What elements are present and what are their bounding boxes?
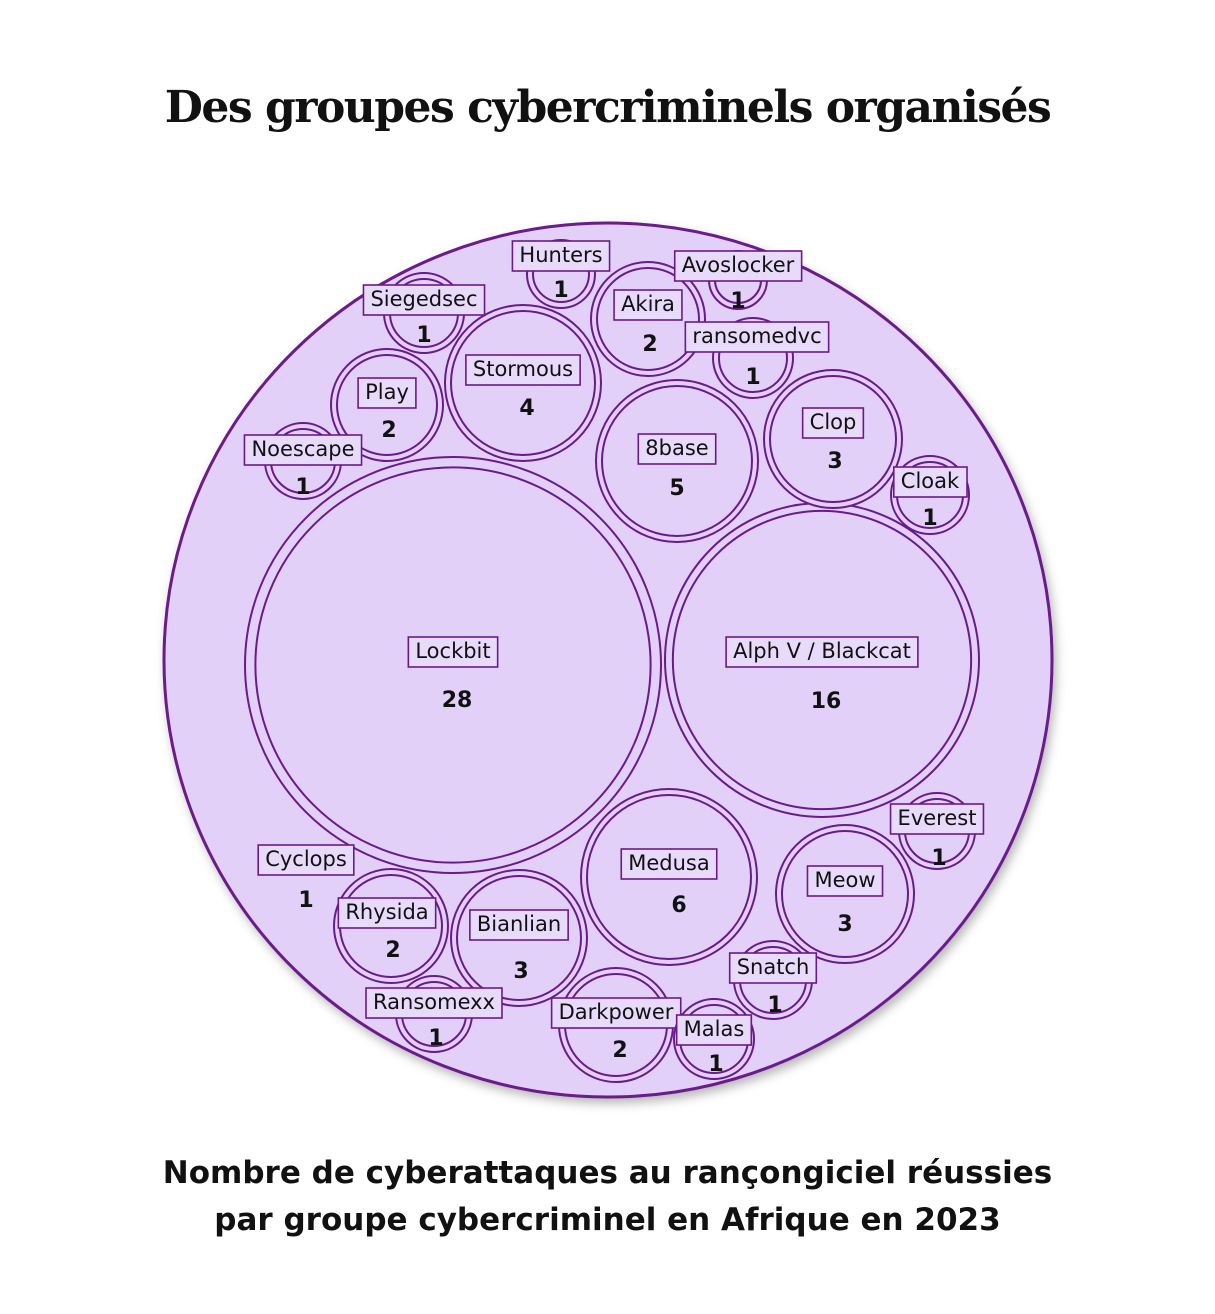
bubble-value: 2 bbox=[642, 332, 657, 357]
bubble-medusa: Medusa 6 bbox=[580, 788, 758, 966]
chart-caption: Nombre de cyberattaques au rançongiciel … bbox=[0, 1150, 1215, 1244]
bubble-label: Ransomexx bbox=[373, 990, 495, 1014]
bubble-lockbit: Lockbit 28 bbox=[244, 456, 662, 874]
bubble-label-box bbox=[725, 636, 919, 668]
bubble-siegedsec: Siegedsec 1 bbox=[362, 272, 486, 354]
bubble-label: Everest bbox=[898, 806, 977, 830]
bubble-label-box bbox=[243, 434, 363, 466]
bubble-value: 3 bbox=[837, 912, 852, 937]
bubble-value: 2 bbox=[612, 1038, 627, 1063]
bubble-label-box bbox=[407, 636, 499, 668]
bubble-label: Darkpower bbox=[559, 1000, 674, 1024]
bubble-label: Malas bbox=[684, 1017, 745, 1041]
bubble-akira: Akira 2 bbox=[590, 261, 706, 377]
bubble-malas: Malas 1 bbox=[673, 998, 755, 1080]
bubble-value: 2 bbox=[381, 418, 396, 443]
bubble-label: Bianlian bbox=[477, 912, 561, 936]
bubble-label-box bbox=[465, 354, 581, 386]
bubble-label: Cyclops bbox=[265, 847, 347, 871]
bubble-label-box bbox=[728, 952, 818, 984]
bubble-label-box bbox=[613, 289, 683, 321]
chart-title: Des groupes cybercriminels organisés bbox=[164, 82, 1052, 133]
bubble-label: Lockbit bbox=[415, 639, 490, 663]
bubble-rhysida: Rhysida 2 bbox=[333, 868, 449, 984]
bubble-label-box bbox=[357, 377, 417, 409]
bubble-label: Siegedsec bbox=[370, 287, 477, 311]
bubble-label-box bbox=[362, 284, 486, 316]
bubble-value: 1 bbox=[708, 1052, 723, 1077]
bubble-label: Snatch bbox=[737, 955, 810, 979]
bubble-value: 1 bbox=[767, 993, 782, 1018]
bubble-value: 3 bbox=[827, 449, 842, 474]
bubble-value: 3 bbox=[513, 959, 528, 984]
bubble-label: Cloak bbox=[901, 469, 960, 493]
bubble-label-box bbox=[889, 803, 985, 835]
bubble-value: 1 bbox=[553, 278, 568, 303]
bubble-label: Hunters bbox=[519, 243, 602, 267]
bubble-label-box bbox=[675, 1014, 753, 1046]
bubble-value: 16 bbox=[811, 689, 842, 714]
bubble-value: 6 bbox=[671, 893, 686, 918]
caption-line-2: par groupe cybercriminel en Afrique en 2… bbox=[214, 1202, 1001, 1238]
bubble-bianlian: Bianlian 3 bbox=[450, 869, 588, 1007]
bubble-noescape: Noescape 1 bbox=[243, 422, 363, 500]
bubble-value: 1 bbox=[416, 323, 431, 348]
bubble-ransomexx: Ransomexx 1 bbox=[365, 975, 503, 1053]
bubble-label: Medusa bbox=[628, 851, 710, 875]
bubble-label-box bbox=[511, 240, 611, 272]
bubble-label-box bbox=[337, 897, 437, 929]
bubble-value: 1 bbox=[745, 365, 760, 390]
bubble-value: 2 bbox=[385, 938, 400, 963]
bubble-ransomedvc: ransomedvc 1 bbox=[684, 317, 830, 399]
bubble-cyclops: Cyclops 1 bbox=[257, 844, 355, 913]
bubble-value: 1 bbox=[295, 475, 310, 500]
bubble-label: Noescape bbox=[251, 437, 354, 461]
bubble-label-box bbox=[684, 321, 830, 353]
bubble-cloak: Cloak 1 bbox=[890, 455, 970, 535]
bubble-avoslocker: Avoslocker 1 bbox=[673, 250, 803, 314]
bubble-label-box bbox=[469, 909, 569, 941]
bubble-label: ransomedvc bbox=[692, 324, 821, 348]
bubble-darkpower: Darkpower 2 bbox=[550, 967, 682, 1083]
bubble-label: 8base bbox=[645, 436, 708, 460]
bubble-value: 5 bbox=[669, 476, 684, 501]
bubble-snatch: Snatch 1 bbox=[728, 940, 818, 1020]
bubble-label: Avoslocker bbox=[682, 253, 795, 277]
bubble-label: Stormous bbox=[473, 357, 573, 381]
bubble-value: 1 bbox=[931, 846, 946, 871]
bubble-inner-ring bbox=[769, 375, 897, 503]
bubble-everest: Everest 1 bbox=[889, 792, 985, 871]
bubble-alph-v-blackcat: Alph V / Blackcat 16 bbox=[664, 502, 980, 818]
bubble-label-box bbox=[801, 407, 865, 439]
bubble-label-box bbox=[550, 997, 682, 1029]
bubble-play: Play 2 bbox=[330, 348, 444, 462]
bubble-label: Rhysida bbox=[345, 900, 428, 924]
bubble-value: 1 bbox=[922, 506, 937, 531]
bubble-label-box bbox=[637, 433, 717, 465]
bubble-label: Akira bbox=[621, 292, 675, 316]
bubble-clop: Clop 3 bbox=[763, 369, 903, 509]
bubble-value: 1 bbox=[428, 1026, 443, 1051]
bubble-label: Alph V / Blackcat bbox=[733, 639, 911, 663]
bubble-meow: Meow 3 bbox=[775, 824, 915, 964]
bubble-stormous: Stormous 4 bbox=[444, 304, 602, 462]
bubble-hunters: Hunters 1 bbox=[511, 239, 611, 309]
bubble-8base: 8base 5 bbox=[595, 379, 759, 543]
bubble-label-box bbox=[806, 865, 884, 897]
bubble-value: 1 bbox=[730, 289, 745, 314]
bubble-label: Clop bbox=[810, 410, 857, 434]
bubble-label-box bbox=[893, 466, 968, 498]
bubble-value: 1 bbox=[298, 888, 313, 913]
bubble-label-box bbox=[673, 250, 803, 282]
bubble-label: Play bbox=[365, 380, 409, 404]
caption-line-1: Nombre de cyberattaques au rançongiciel … bbox=[162, 1155, 1053, 1191]
bubble-label-box bbox=[365, 987, 503, 1019]
bubble-value: 4 bbox=[519, 396, 534, 421]
bubble-value: 28 bbox=[442, 688, 473, 713]
bubble-label: Meow bbox=[814, 868, 875, 892]
bubble-label-box bbox=[620, 848, 718, 880]
bubble-label-box bbox=[257, 844, 355, 876]
